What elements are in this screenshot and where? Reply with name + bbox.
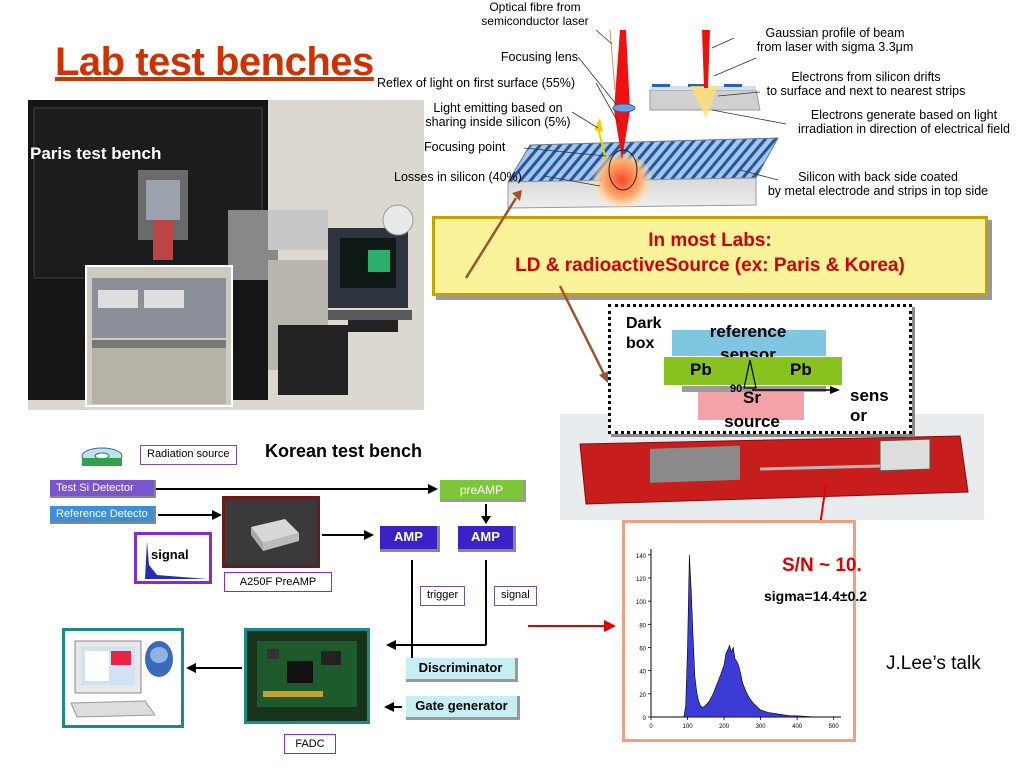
callout-line-2: LD & radioactiveSource (ex: Paris & Kore… [515, 255, 905, 276]
amp-2-box: AMP [458, 526, 516, 552]
sigma-label: sigma=14.4±0.2 [764, 588, 868, 604]
labs-callout: In most Labs: LD & radioactiveSource (ex… [432, 216, 988, 296]
focusing-point-label: Focusing point [424, 140, 506, 154]
reflex-label: Reflex of light on first surface (55%) [377, 76, 575, 90]
focusing-lens-label: Focusing lens [500, 50, 578, 64]
reference-detector-box: Reference Detecto [50, 506, 156, 524]
a250f-label: A250F PreAMP [224, 572, 332, 592]
source-superscript: 90 [730, 383, 743, 395]
y-tick-label: 140 [636, 554, 647, 560]
sn-label: S/N ~ 10. [782, 555, 862, 576]
x-tick-label: 500 [829, 724, 840, 730]
x-tick-label: 0 [649, 724, 653, 730]
page-title: Lab test benches [55, 40, 374, 84]
reference-sensor-block [672, 330, 826, 356]
gaussian-profile-label: Gaussian profile of beam from laser with… [756, 26, 914, 54]
y-tick-label: 20 [639, 693, 646, 699]
sensor-label: sens or [850, 386, 889, 425]
x-tick-label: 100 [683, 724, 694, 730]
electrons-drift-label: Electrons from silicon drifts to surface… [766, 70, 966, 98]
paris-test-bench-label: Paris test bench [30, 144, 162, 163]
y-tick-label: 60 [639, 646, 646, 652]
y-tick-label: 120 [636, 577, 647, 583]
y-tick-label: 100 [636, 600, 647, 606]
computer-photo [62, 628, 184, 728]
silicon-label: Silicon with back side coated by metal e… [767, 170, 989, 198]
x-tick-label: 200 [719, 724, 730, 730]
pb-right-label: Pb [790, 360, 812, 379]
histogram-area [683, 554, 834, 718]
electrons-generate-label: Electrons generate based on light irradi… [798, 108, 1010, 136]
paris-test-bench-photo [28, 100, 424, 410]
signal-thumbnail-label: signal [151, 547, 189, 562]
sr-source-block [698, 392, 804, 420]
radiation-source-box: Radiation source [140, 445, 237, 465]
fadc-label: FADC [284, 734, 336, 754]
sensor-board-photo [560, 414, 984, 520]
paris-photo-illustration [28, 100, 424, 410]
x-tick-label: 400 [792, 724, 803, 730]
losses-label: Losses in silicon (40%) [394, 170, 522, 184]
light-emitting-label: Light emitting based on sharing inside s… [425, 101, 571, 129]
x-tick-label: 300 [756, 724, 767, 730]
korean-bench-title: Korean test bench [265, 441, 423, 461]
gray-strip [682, 386, 826, 392]
credit-label: J.Lee’s talk [886, 653, 981, 674]
y-tick-label: 0 [643, 716, 647, 722]
dark-box-label: Dark box [626, 315, 662, 352]
optical-fibre-label: Optical fibre from semiconductor laser [481, 0, 589, 28]
signal-thumbnail: signal [134, 532, 212, 584]
signal-label: signal [494, 586, 537, 606]
y-tick-label: 80 [639, 623, 646, 629]
gate-generator-box: Gate generator [406, 696, 520, 720]
preamp-box: preAMP [440, 480, 526, 502]
fadc-photo [244, 628, 370, 724]
sr-source-label: Sr source [724, 388, 780, 431]
test-si-detector-box: Test Si Detector [50, 480, 156, 498]
discriminator-box: Discriminator [406, 658, 518, 682]
amp-1-box: AMP [380, 526, 440, 552]
a250f-photo [222, 496, 320, 568]
callout-line-1: In most Labs: [648, 230, 772, 251]
y-tick-label: 40 [639, 670, 646, 676]
pb-left-label: Pb [690, 360, 712, 379]
trigger-label: trigger [420, 586, 466, 606]
